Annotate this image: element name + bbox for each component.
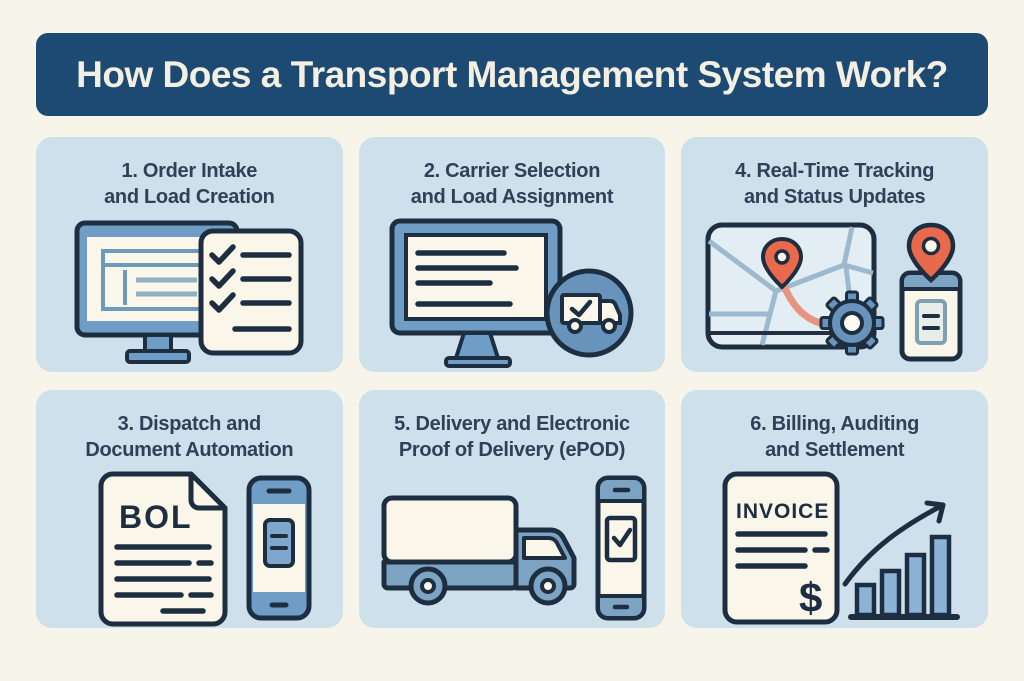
panels-grid: 1. Order Intake and Load Creation — [36, 137, 988, 628]
growth-bars — [854, 534, 951, 617]
panel-title-line2: and Status Updates — [743, 186, 926, 208]
panel-billing-settlement: 6. Billing, Auditing and Settlement INVO… — [681, 390, 988, 628]
panel-title-line2: Document Automation — [85, 439, 294, 461]
panel-order-intake: 1. Order Intake and Load Creation — [36, 137, 343, 372]
panel-title: 5. Delivery and Electronic Proof of Deli… — [394, 411, 630, 463]
panel-title-line2: Proof of Delivery (ePOD) — [398, 439, 626, 461]
invoice-growth-chart-icon: INVOICE $ — [722, 471, 960, 624]
page-title: How Does a Transport Management System W… — [76, 53, 948, 95]
map-pin-gear-status-card-icon — [705, 222, 963, 362]
panel-delivery-epod: 5. Delivery and Electronic Proof of Deli… — [358, 390, 666, 628]
dollar-sign: $ — [799, 574, 822, 621]
panel-title-line1: 3. Dispatch and — [117, 413, 262, 435]
bol-document-phone-icon: BOL — [98, 471, 312, 626]
header-banner: How Does a Transport Management System W… — [36, 33, 988, 116]
panel-title-line1: 4. Real-Time Tracking — [735, 160, 935, 182]
panel-title-line1: 5. Delivery and Electronic — [394, 413, 630, 435]
invoice-label: INVOICE — [736, 500, 829, 523]
panel-real-time-tracking: 4. Real-Time Tracking and Status Updates — [681, 137, 988, 372]
panel-title-line1: 2. Carrier Selection — [423, 160, 601, 182]
panel-title-line1: 6. Billing, Auditing — [750, 413, 920, 435]
panel-carrier-selection: 2. Carrier Selection and Load Assignment — [358, 137, 666, 372]
panel-title: 3. Dispatch and Document Automation — [85, 411, 293, 463]
panel-title: 6. Billing, Auditing and Settlement — [750, 411, 919, 463]
panel-title: 2. Carrier Selection and Load Assignment — [410, 158, 614, 210]
panel-title: 4. Real-Time Tracking and Status Updates — [735, 158, 934, 210]
panel-dispatch-documents: 3. Dispatch and Document Automation BOL — [36, 390, 343, 628]
panel-title: 1. Order Intake and Load Creation — [104, 158, 275, 210]
gear-icon — [819, 290, 885, 356]
panel-title-line2: and Load Creation — [104, 186, 275, 208]
monitor-order-form-checklist-icon — [74, 220, 304, 364]
delivery-truck-phone-check-icon — [381, 475, 647, 620]
monitor-truck-badge-icon — [389, 218, 634, 368]
bol-label: BOL — [119, 499, 193, 535]
panel-title-line1: 1. Order Intake — [121, 160, 258, 182]
panel-title-line2: and Load Assignment — [410, 186, 614, 208]
panel-title-line2: and Settlement — [765, 439, 905, 461]
